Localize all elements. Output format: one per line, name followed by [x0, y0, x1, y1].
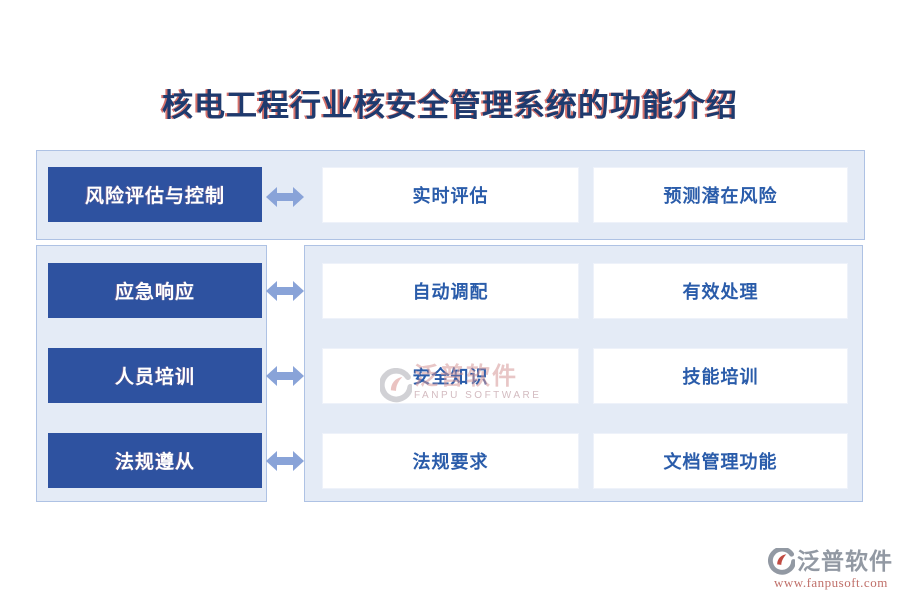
double-arrow-icon [266, 280, 304, 302]
double-arrow-icon [266, 186, 304, 208]
node-personnel-training: 人员培训 [48, 348, 262, 403]
node-regulatory-compliance: 法规遵从 [48, 433, 262, 488]
footer-brand-name: 泛普软件 [797, 549, 893, 574]
node-risk-assessment: 风险评估与控制 [48, 167, 262, 222]
feature-safety-knowledge: 安全知识 [322, 348, 579, 404]
feature-effective-handling: 有效处理 [593, 263, 848, 319]
feature-skill-training: 技能培训 [593, 348, 848, 404]
feature-predict-risk: 预测潜在风险 [593, 167, 848, 223]
page-title: 核电工程行业核安全管理系统的功能介绍 [162, 88, 738, 123]
footer-url: www.fanpusoft.com [774, 575, 888, 590]
feature-realtime-assessment: 实时评估 [322, 167, 579, 223]
feature-auto-dispatch: 自动调配 [322, 263, 579, 319]
double-arrow-icon [266, 365, 304, 387]
double-arrow-icon [266, 450, 304, 472]
node-emergency-response: 应急响应 [48, 263, 262, 318]
feature-document-management: 文档管理功能 [593, 433, 848, 489]
feature-regulation-requirements: 法规要求 [322, 433, 579, 489]
fanpu-logo-icon [768, 548, 795, 575]
footer-logo: 泛普软件 [768, 548, 893, 575]
